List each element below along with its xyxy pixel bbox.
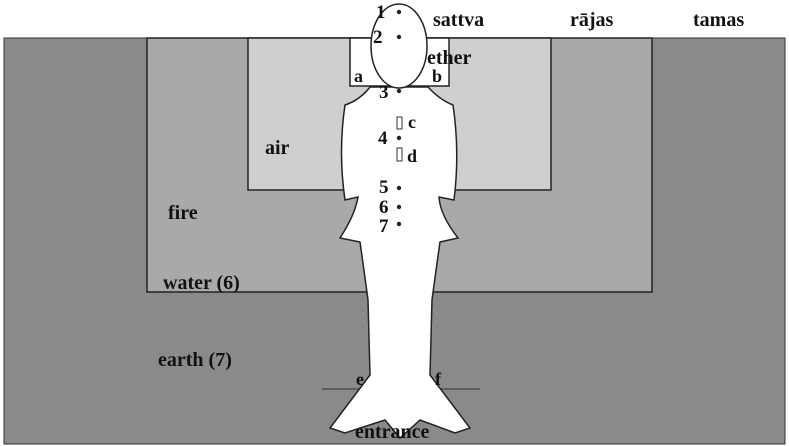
letter-f: f — [435, 370, 441, 388]
label-earth: earth (7) — [158, 350, 232, 370]
label-sattva: sattva — [433, 10, 484, 30]
label-rajas: rājas — [570, 10, 613, 30]
point-dot-7 — [397, 222, 401, 226]
point-label-7: 7 — [379, 217, 389, 236]
letter-c: c — [408, 113, 416, 131]
label-tamas: tamas — [693, 10, 744, 30]
point-dot-4 — [397, 136, 401, 140]
point-dot-1 — [397, 10, 401, 14]
point-label-5: 5 — [379, 178, 389, 197]
label-air: air — [265, 138, 289, 158]
label-water: water (6) — [163, 273, 240, 293]
letter-d: d — [407, 147, 417, 165]
letter-b: b — [432, 67, 442, 85]
point-label-3: 3 — [379, 83, 389, 102]
label-ether: ether — [427, 48, 471, 68]
point-dot-2 — [397, 35, 401, 39]
letter-e: e — [356, 370, 364, 388]
point-label-1: 1 — [376, 3, 386, 22]
letter-a: a — [354, 67, 363, 85]
point-dot-3 — [397, 89, 401, 93]
point-label-6: 6 — [379, 198, 389, 217]
mark-d — [397, 148, 402, 161]
point-label-2: 2 — [373, 28, 383, 47]
label-fire: fire — [168, 203, 198, 223]
point-dot-6 — [397, 205, 401, 209]
label-entrance: entrance — [355, 422, 429, 442]
mark-c — [397, 117, 402, 129]
point-dot-5 — [397, 186, 401, 190]
point-label-4: 4 — [378, 129, 388, 148]
